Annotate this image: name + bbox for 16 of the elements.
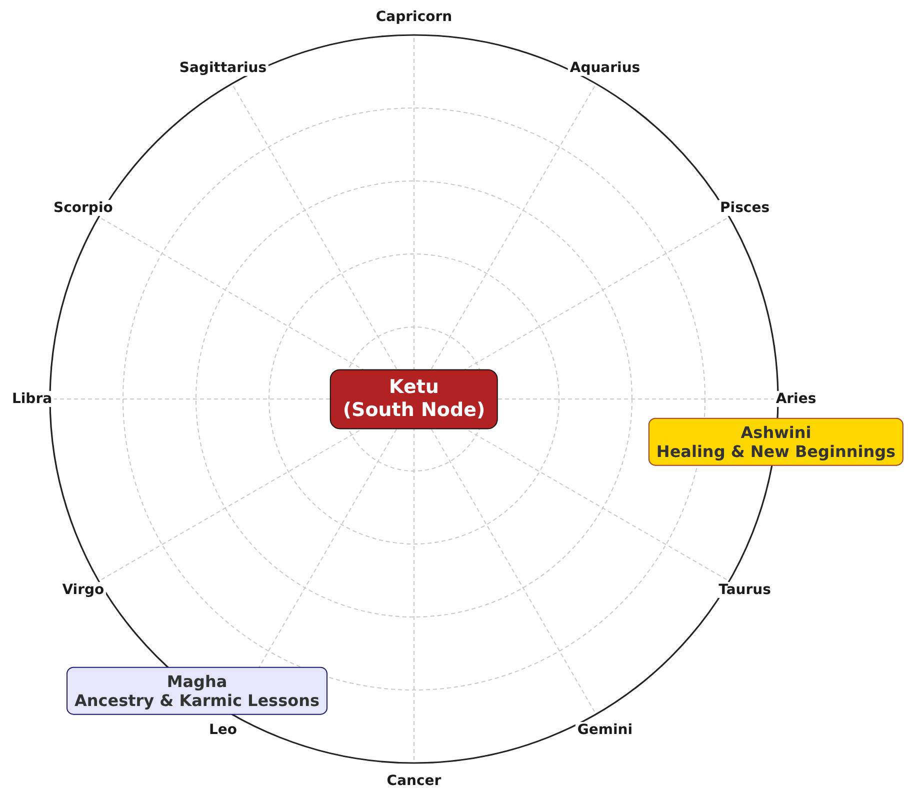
box-title: Ashwini <box>740 422 812 442</box>
box-title: Ketu <box>389 376 439 399</box>
sign-label: Taurus <box>716 582 773 598</box>
center-label-box <box>330 369 498 429</box>
box-subtitle: (South Node) <box>342 399 486 422</box>
sign-label: Aries <box>774 390 818 408</box>
box-subtitle: Ancestry & Karmic Lessons <box>74 691 320 710</box>
sign-label: Pisces <box>718 200 772 216</box>
sign-label: Scorpio <box>52 200 115 216</box>
sign-label: Aquarius <box>568 60 642 76</box>
callout-box <box>66 666 328 716</box>
box-subtitle: Healing & New Beginnings <box>656 442 896 462</box>
callout-box <box>648 418 904 466</box>
sign-label: Virgo <box>60 582 106 598</box>
box-title: Magha <box>166 672 228 691</box>
sign-label: Sagittarius <box>177 60 269 76</box>
